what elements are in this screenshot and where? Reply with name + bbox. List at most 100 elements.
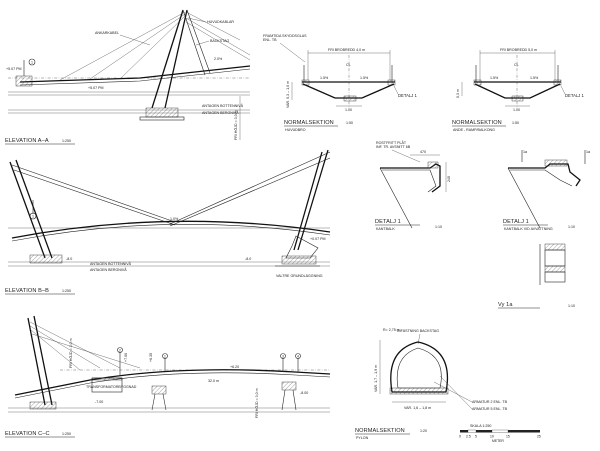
aa-label-ankarkabel: ANKARKABEL [95,31,119,35]
cc-marker-3: 3 [282,355,284,359]
d2-marker-a: 1a [523,150,527,154]
cc-marker-4: 4 [297,355,299,359]
ns2-title: NORMALSEKTION [452,120,502,126]
ns2-slope-right: 1.5% [530,76,539,80]
ns2-cl: CL [514,63,519,67]
ns2-scale: 1:50 [512,121,519,125]
cc-tower-left: FRI HÖJD = 3,0 m [69,338,73,368]
scale-bar: SKALA 1:250 0 2.5 5 10 15 25 METER [459,424,541,443]
scale-unit: METER [492,439,504,443]
pylon-radius: R= 2,75 m [383,328,400,332]
ns2-detail: DETALJ 1 [565,93,584,98]
aa-label-gradient: 2.0% [214,57,223,61]
ns1-scale: 1:50 [346,121,353,125]
ns1-bottom: 1.00 [345,108,352,112]
pylon-subtitle: PYLON [356,436,369,440]
ns1-slope-right: 1.5% [360,76,369,80]
aa-label-pm: +5.07 PM [88,86,103,90]
ns1-note1: FRAMTIDA SKYDDSGLAS [263,34,307,38]
view-1a: Vy 1a 1:10 [498,243,575,309]
bb-marker: 1 [32,215,34,219]
bb-valtgrund: VALTRE GRUNDLÄGGNING [276,274,323,278]
ns1-subtitle: HUVUDBRO [285,128,306,132]
elevation-bb: 1 1.0% +0.07 PM -8.0 -8.0 ANTAGEN BOTTEN… [5,149,331,295]
cc-low-left: -7.00 [95,400,103,404]
cc-transformator: TRANSFORMATORBYGGNAD [86,385,137,389]
bb-gradient: 1.0% [170,217,179,221]
v1a-title: Vy 1a [498,302,513,308]
bb-bottom2: ANTAGEN BERGNIVÅ [90,267,127,272]
ns1-cl: CL [346,63,351,67]
v1a-scale: 1:10 [568,304,575,308]
scale-tick-1: 2.5 [466,435,471,439]
cc-title: ELEVATION C–C [5,431,50,437]
aa-label-backstag: BACKSTAG [210,39,230,43]
aa-label-vertical: FRI HÖJD = 3,0 m [234,110,238,140]
aa-label-bottom2: ANTAGEN BERGNIVÅ [202,110,239,115]
bb-level-left: -8.0 [66,257,72,261]
pylon-height: VAR. 1,7 – 1,9 m [374,365,378,392]
aa-label-huvudkablar: HUVUDKABLAR [207,20,234,24]
aa-title: ELEVATION A–A [5,138,49,144]
pylon-title: NORMALSEKTION [355,428,405,434]
d2-subtitle: KANTBALK VID AVVATTNING [504,227,553,231]
ns2-subtitle: ANDE - RAMP/BALKONG [453,128,495,132]
d2-scale: 1:10 [568,225,575,229]
pylon-arm2: ARMATUR 5 ENL. TB [472,407,508,411]
cc-upper-mid: +6.35 [149,353,153,362]
scale-tick-3: 10 [490,435,494,439]
aa-label-bottom1: ANTAGEN BOTTENNIVÅ [202,103,244,108]
bb-level-right: -8.0 [245,257,251,261]
pylon-width: VAR. 1,6 – 1,8 m [404,406,431,410]
ns1-slope-left: 1.5% [320,76,329,80]
pylon-arm1: ARMATUR 2 ENL. TB [472,400,508,404]
cc-low-right: -8.00 [300,391,308,395]
bb-bottom1: ANTAGEN BOTTENNIVÅ [90,261,132,266]
ns1-depth: VAR. 0,3 – 1,0 m [286,81,290,108]
bb-title: ELEVATION B–B [5,288,49,294]
aa-marker: 1 [31,61,33,65]
scale-title: SKALA 1:250 [470,424,491,428]
d1-title: DETALJ 1 [375,219,401,225]
cc-scale: 1:250 [62,432,71,436]
detail-1: ROSTFRITT PLÅT INF. TR. AVSNITT 6B 470 2… [375,140,451,231]
d2-marker-b: 1a [586,150,590,154]
ns1-detail: DETALJ 1 [398,93,417,98]
bb-scale: 1:250 [62,289,71,293]
normal-section-pylon: INFÄSTNING BACKSTAG VAR. 1,7 – 1,9 m R= … [355,328,508,440]
scale-tick-4: 15 [506,435,510,439]
aa-scale: 1:250 [62,139,71,143]
scale-tick-5: 25 [537,435,541,439]
d2-title: DETALJ 1 [503,219,529,225]
ns1-title: NORMALSEKTION [284,120,334,126]
d1-subtitle: KANTBALK [376,227,395,231]
d1-note2: INF. TR. AVSNITT 6B [376,145,411,149]
scale-tick-0: 0 [459,435,461,439]
bb-pm: +0.07 PM [310,237,325,241]
cc-span: 32.0 m [208,379,219,383]
cc-marker-2: 2 [119,349,121,353]
ns2-depth: 0,3 m [456,89,460,98]
d1-note1: ROSTFRITT PLÅT [376,140,407,145]
cc-upper-left: +7.00 [124,353,128,362]
ns2-slope-left: 1.5% [490,76,499,80]
pylon-scale: 1:20 [420,429,427,433]
pylon-top: INFÄSTNING BACKSTAG [397,329,439,333]
aa-label-pm-left: +5.07 PM [6,67,21,71]
normal-section-1: FRAMTIDA SKYDDSGLAS ENL. TB FRI BROBREDD… [263,34,417,132]
elevation-aa: 1 ANKARKABEL HUVUDKABLAR BACKSTAG +5.07 … [5,9,251,145]
d1-dim-side: 240 [447,176,451,182]
ns1-width: FRI BROBREDD 4,0 m [328,48,365,52]
detail-2: 1a 1a DETALJ 1 KANTBALK VID AVVATTNING 1… [503,150,590,231]
cc-marker-1: 1 [164,355,166,359]
scale-tick-2: 5 [475,435,477,439]
ns2-width: FRI BROBREDD 5,0 m [500,48,537,52]
elevation-cc: TRANSFORMATORBYGGNAD 2 1 3 4 +7.00 +6.35… [5,315,331,438]
ns1-note2: ENL. TB [263,38,277,42]
cc-tower-right: FRI HÖJD = 3,0 m [255,388,259,418]
d1-dim-top: 470 [420,150,426,154]
d1-scale: 1:10 [435,225,442,229]
cc-upper-right: +6.20 [230,365,239,369]
ns2-bottom: 1.00 [513,108,520,112]
